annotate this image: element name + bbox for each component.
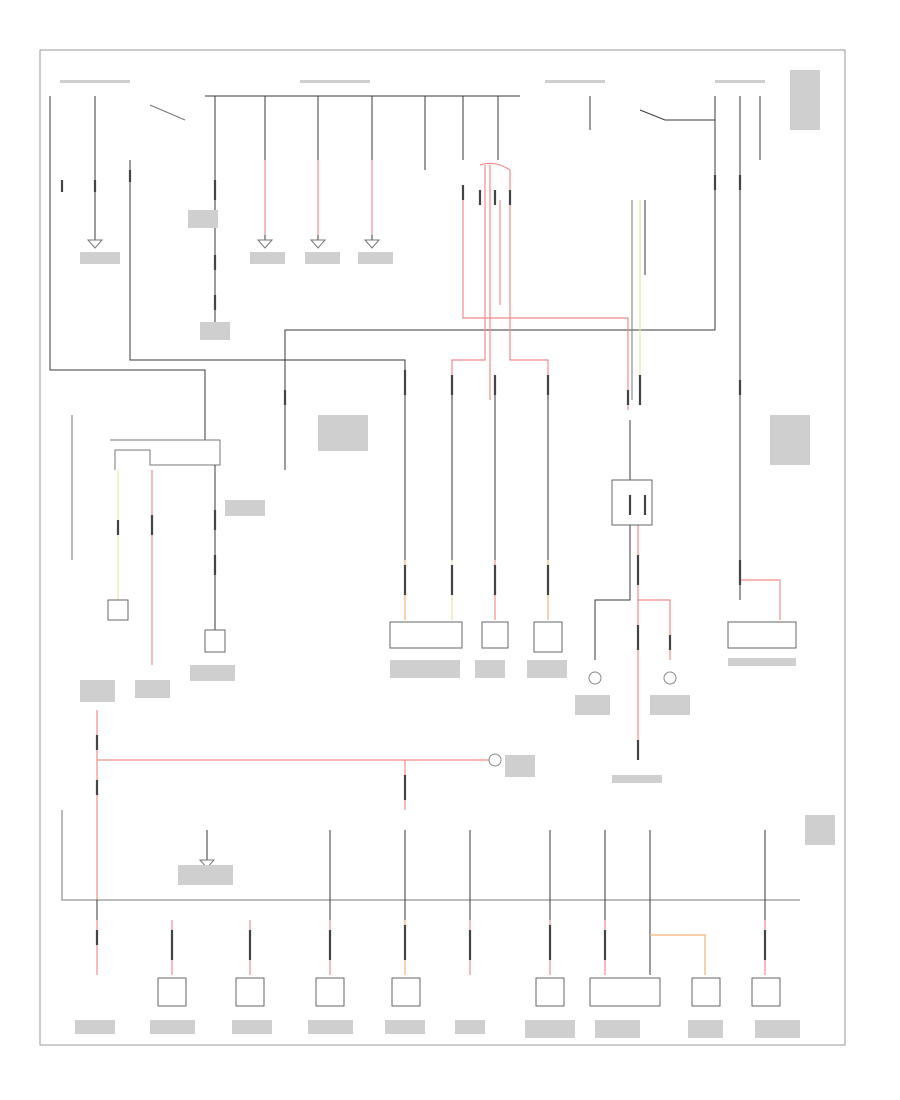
lower-connectors [95,735,767,960]
lower-wiring [61,710,800,975]
middle-components [107,479,797,685]
top-connectors [60,170,742,405]
label-placeholders [60,70,835,1038]
diagram-frame [39,49,846,1046]
top-ground-symbols [86,239,381,249]
middle-connectors [116,495,742,760]
lower-components [157,859,781,1007]
